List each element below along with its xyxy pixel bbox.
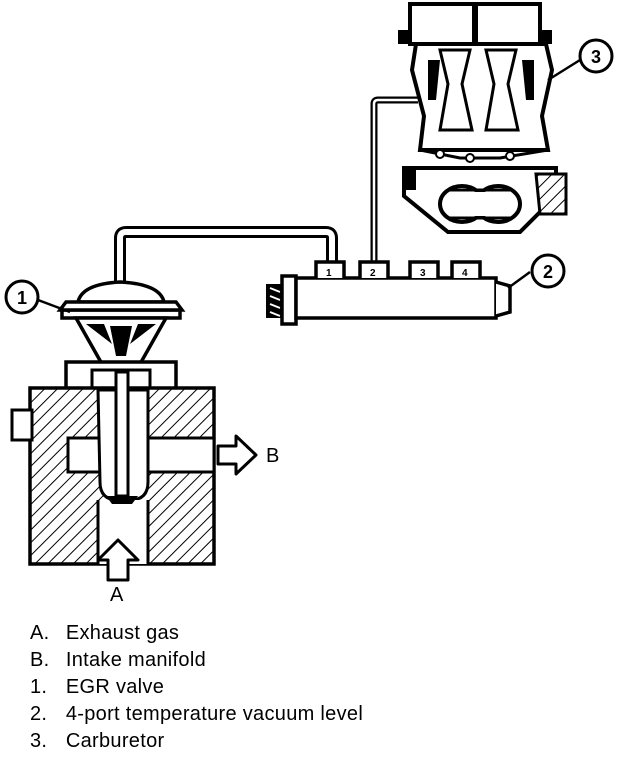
legend-item: 1. EGR valve	[30, 676, 165, 698]
legend-item: 2. 4-port temperature vacuum level	[30, 703, 364, 725]
flow-label-b: B	[266, 445, 279, 467]
port-number-3: 3	[420, 268, 426, 279]
intake-flow-arrow	[216, 434, 258, 476]
callout-vacuum-valve	[530, 253, 566, 289]
manifold-block	[10, 370, 216, 566]
port-number-2: 2	[370, 268, 376, 279]
callout-vacuum-valve-number: 2	[543, 262, 553, 282]
flow-label-a: A	[110, 584, 124, 606]
egr-system-diagram: B A 1 2 3 4	[4, 2, 614, 606]
legend: A. Exhaust gas B. Intake manifold 1. EGR…	[30, 620, 363, 755]
exhaust-flow-arrow	[96, 538, 140, 582]
callout-egr-valve	[4, 279, 40, 315]
legend-item: 3. Carburetor	[30, 730, 165, 752]
port-number-4: 4	[462, 268, 468, 279]
legend-item: B. Intake manifold	[30, 649, 206, 671]
callout-carburetor	[578, 38, 614, 74]
egr-valve	[56, 280, 186, 392]
callout-egr-valve-number: 1	[17, 288, 27, 308]
carburetor	[398, 2, 568, 234]
vacuum-valve	[266, 260, 512, 326]
legend-item: A. Exhaust gas	[30, 622, 180, 644]
port-number-1: 1	[326, 268, 332, 279]
callout-carburetor-number: 3	[591, 47, 601, 67]
